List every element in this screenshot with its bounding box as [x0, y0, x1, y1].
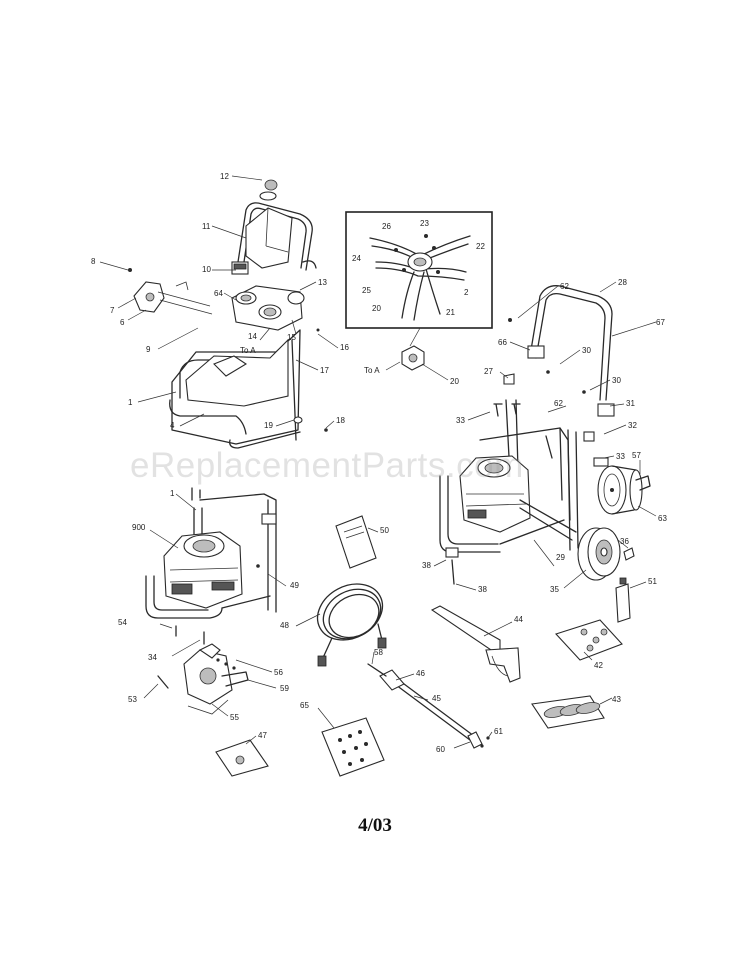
label-17: 17 [320, 366, 329, 375]
label-44: 44 [514, 615, 523, 624]
label-35: 35 [550, 585, 559, 594]
label-64: 64 [214, 289, 223, 298]
label-51: 51 [648, 577, 657, 586]
label-62: 62 [560, 282, 569, 291]
frame-assembly-bottom-left [145, 487, 277, 715]
label-29: 29 [556, 553, 565, 562]
label-50: 50 [380, 526, 389, 535]
label-33: 33 [456, 416, 465, 425]
label-4: 4 [170, 421, 175, 430]
spray-gun [430, 605, 501, 653]
date-code: 4/03 [358, 815, 392, 836]
label-57: 57 [632, 451, 641, 460]
accessory-kit [555, 619, 623, 661]
label-62b: 62 [554, 399, 563, 408]
label-1: 1 [128, 398, 133, 407]
label-36: 36 [620, 537, 629, 546]
label-60: 60 [436, 745, 445, 754]
label-38b: 38 [478, 585, 487, 594]
label-55: 55 [230, 713, 239, 722]
label-10: 10 [202, 265, 211, 274]
label-900: 900 [132, 523, 146, 532]
label-63: 63 [658, 514, 667, 523]
label-23: 23 [420, 219, 429, 228]
label-42: 42 [594, 661, 603, 670]
frame-assembly-top-left: To A [128, 179, 328, 449]
label-1b: 1 [170, 489, 175, 498]
leader-lines-top-left [99, 175, 339, 429]
label-56: 56 [274, 668, 283, 677]
label-67: 67 [656, 318, 665, 327]
label-26: 26 [382, 222, 391, 231]
label-43: 43 [612, 695, 621, 704]
spray-wand [391, 677, 475, 741]
label-2: 2 [464, 288, 469, 297]
label-18: 18 [336, 416, 345, 425]
label-14: 14 [248, 332, 257, 341]
label-27: 27 [484, 367, 493, 376]
leader-lines-top-right [433, 281, 657, 591]
svg-text:To A: To A [364, 366, 380, 375]
label-32: 32 [628, 421, 637, 430]
label-33b: 33 [616, 452, 625, 461]
oil-bottle [615, 583, 631, 623]
fuel-cap [259, 191, 277, 201]
label-49: 49 [290, 581, 299, 590]
label-61: 61 [494, 727, 503, 736]
label-20: 20 [450, 377, 459, 386]
label-28: 28 [618, 278, 627, 287]
label-34: 34 [148, 653, 157, 662]
svg-text:To A: To A [240, 346, 256, 355]
label-13: 13 [318, 278, 327, 287]
label-66: 66 [498, 338, 507, 347]
label-30b: 30 [612, 376, 621, 385]
label-48: 48 [280, 621, 289, 630]
label-7: 7 [110, 306, 115, 315]
label-30: 30 [582, 346, 591, 355]
fuel-tank [245, 207, 293, 269]
label-11: 11 [202, 222, 211, 231]
owners-manual [335, 515, 377, 569]
label-19: 19 [264, 421, 273, 430]
loose-parts [215, 515, 647, 777]
label-31: 31 [626, 399, 635, 408]
label-54: 54 [118, 618, 127, 627]
label-15: 15 [287, 333, 296, 342]
label-47: 47 [258, 731, 267, 740]
label-9: 9 [146, 345, 151, 354]
label-6: 6 [120, 318, 125, 327]
label-24: 24 [352, 254, 361, 263]
hardware-kit [321, 717, 385, 777]
label-12: 12 [220, 172, 229, 181]
label-25: 25 [362, 286, 371, 295]
label-45: 45 [432, 694, 441, 703]
frame-assembly-top-right [439, 285, 651, 585]
label-58: 58 [374, 648, 383, 657]
label-53: 53 [128, 695, 137, 704]
label-65: 65 [300, 701, 309, 710]
label-21: 21 [446, 308, 455, 317]
inset-manifold: To A [345, 211, 493, 381]
label-8: 8 [91, 257, 96, 266]
label-20-inset: 20 [372, 304, 381, 313]
part-labels: 12 11 8 10 13 64 7 6 14 15 9 16 17 1 4 1… [91, 172, 667, 754]
base-plate [185, 338, 289, 407]
label-46: 46 [416, 669, 425, 678]
leader-lines-bottom-left [143, 493, 287, 717]
label-22: 22 [476, 242, 485, 251]
label-59: 59 [280, 684, 289, 693]
label-38: 38 [422, 561, 431, 570]
label-16: 16 [340, 343, 349, 352]
